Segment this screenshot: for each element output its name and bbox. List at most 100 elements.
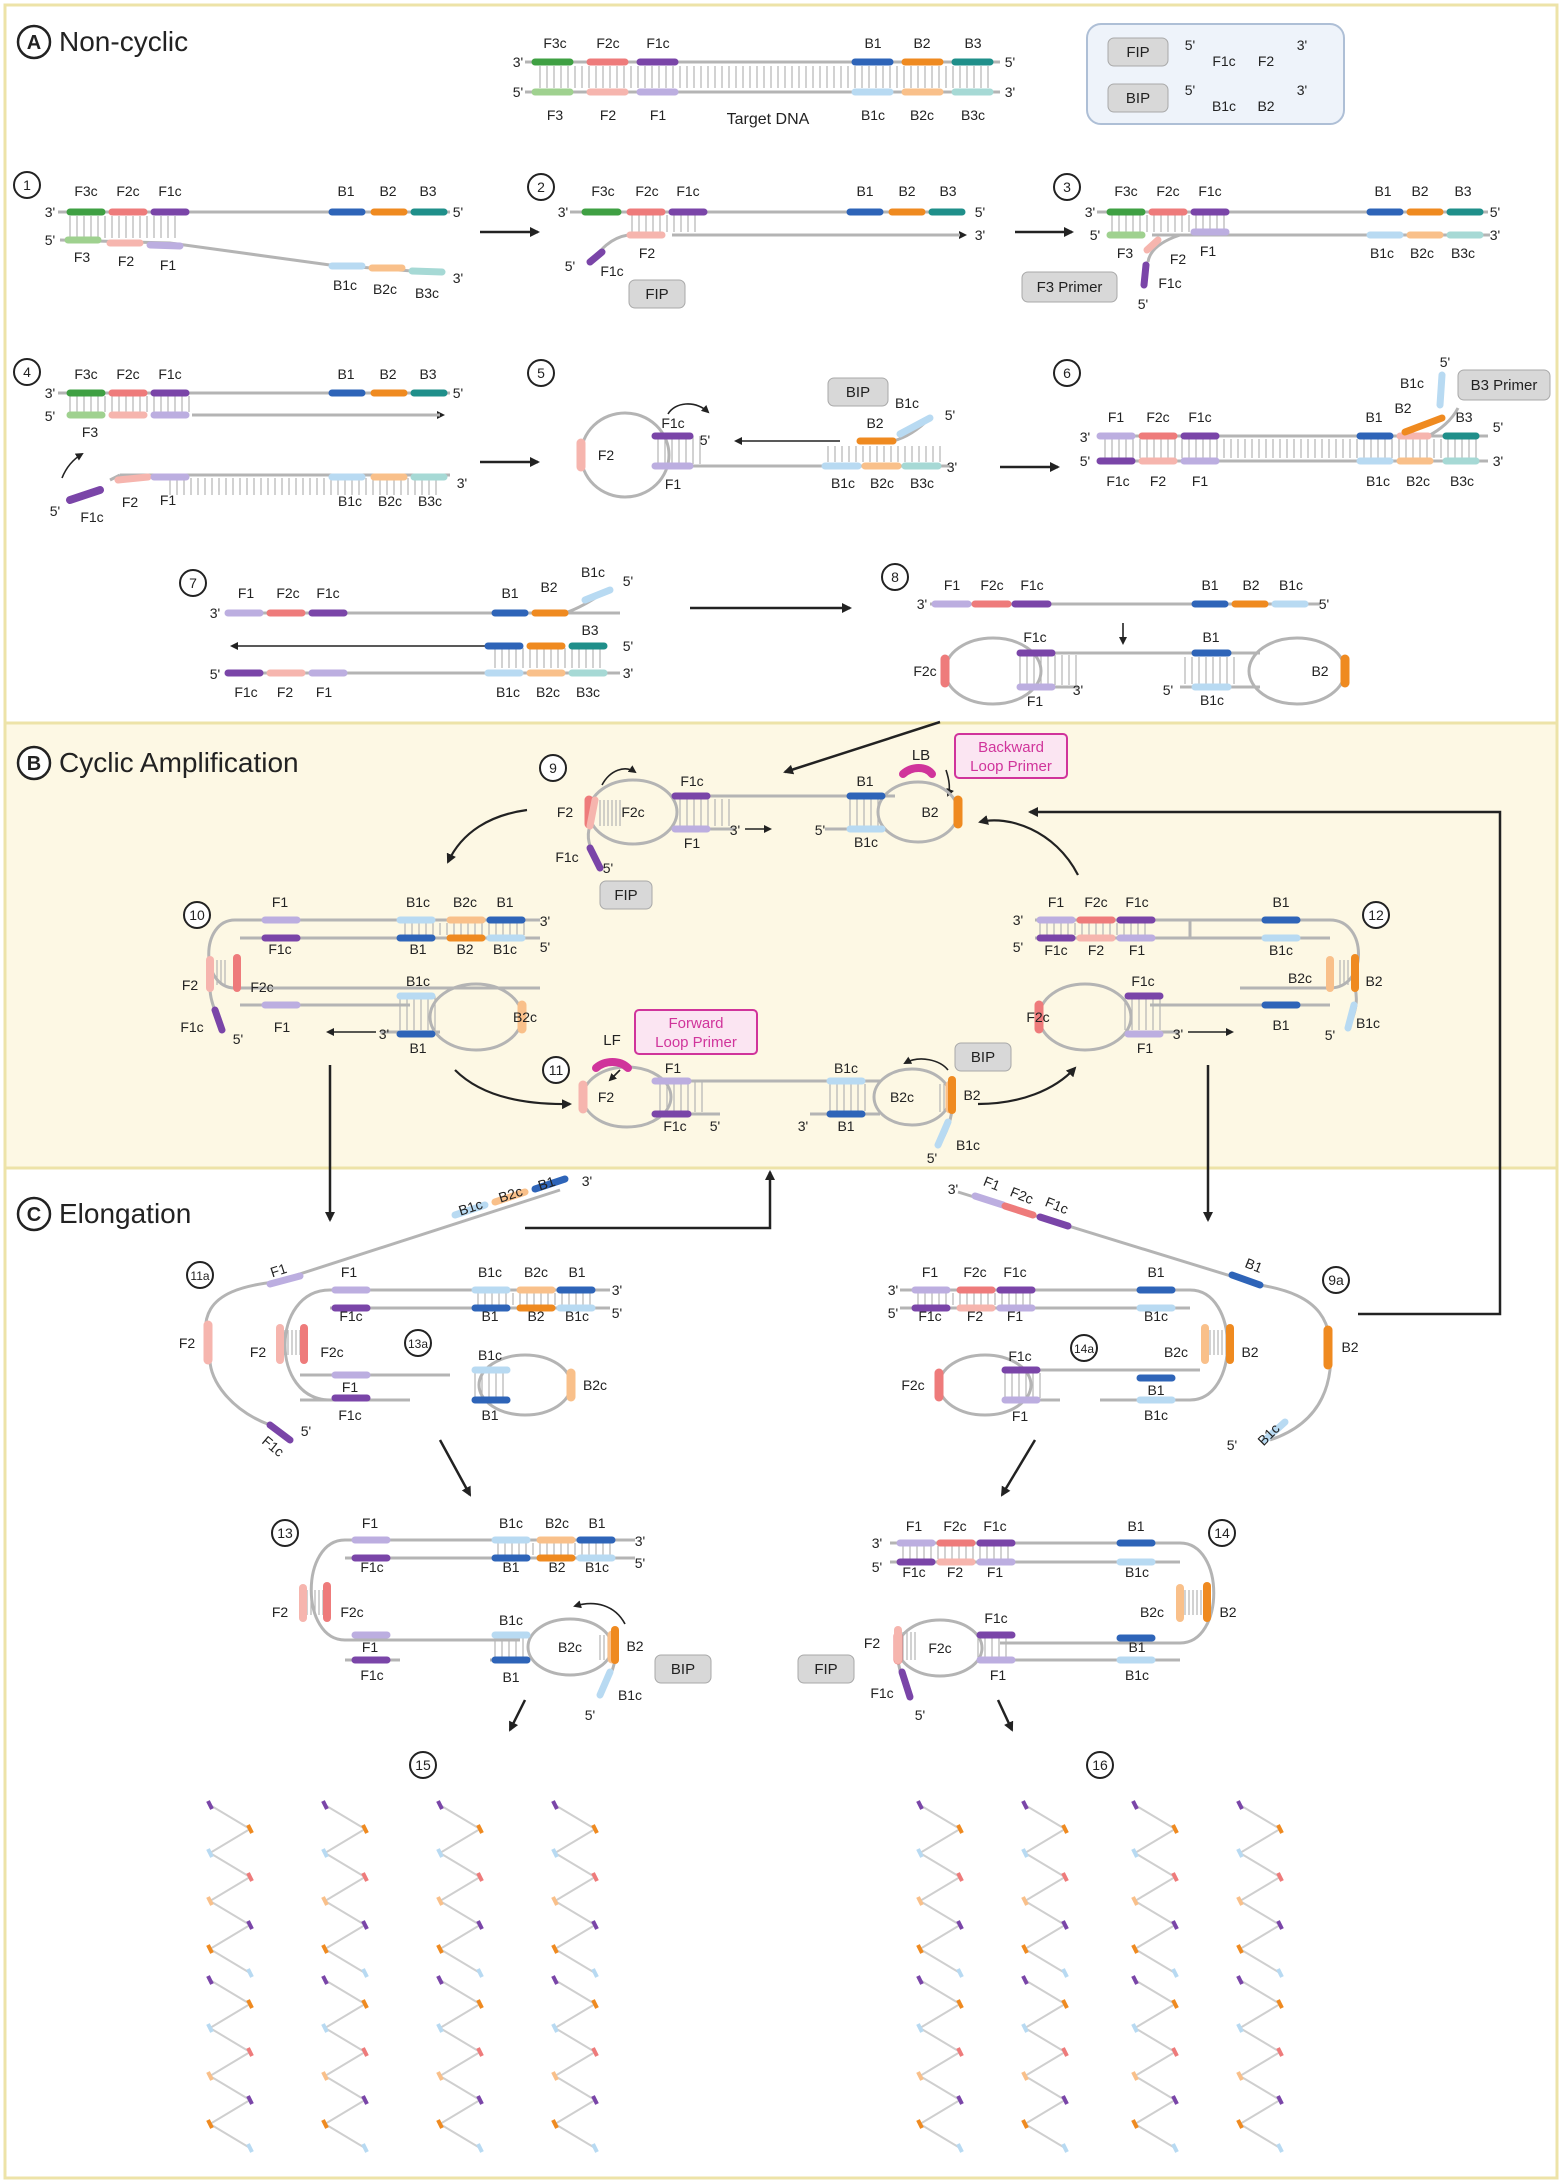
amplicon-marker — [1061, 2143, 1069, 2153]
amplicon-marker — [436, 1800, 444, 1810]
primer-label: FIP — [645, 286, 668, 303]
base-pair-rungs — [977, 1635, 1007, 1660]
base-pair-rungs — [1019, 655, 1077, 685]
amplicon-marker — [436, 1848, 444, 1858]
five-end-label: 5' — [1325, 1027, 1335, 1043]
base-pair-rungs — [679, 799, 730, 826]
dna-segment — [596, 1668, 614, 1699]
amplicon-marker — [1061, 1920, 1069, 1930]
amplicon-marker — [551, 1800, 559, 1810]
amplicon-marker — [1276, 1968, 1284, 1978]
step-marker-10 — [183, 901, 211, 929]
base-pair-rungs — [827, 446, 941, 462]
region-label: F2 — [250, 1344, 267, 1360]
figure-border — [3, 3, 1559, 2180]
region-label: B1c — [406, 894, 430, 910]
amplicon-marker — [1061, 2047, 1069, 2057]
amplicon-strand — [209, 1979, 251, 2149]
five-end-label: 5' — [1080, 453, 1090, 469]
dna-strand — [1259, 1283, 1333, 1442]
region-label: B2 — [540, 579, 557, 595]
base-pair-rungs — [902, 1632, 916, 1660]
base-pair-rungs — [599, 1635, 613, 1660]
region-label: F2c — [1146, 409, 1169, 425]
three-end-label: 3' — [457, 475, 467, 491]
region-label: F2 — [179, 1335, 196, 1351]
dna-segment — [1036, 1213, 1072, 1230]
base-pair-rungs — [1124, 998, 1161, 1030]
amplicon-marker — [361, 1872, 369, 1882]
amplicon-marker — [476, 2095, 484, 2105]
region-label: F1c — [646, 35, 669, 51]
amplicon-marker — [591, 1968, 599, 1978]
region-label: F1 — [342, 1379, 359, 1395]
five-end-label: 5' — [710, 1118, 720, 1134]
dna-segment — [586, 248, 606, 266]
region-label: B2 — [1394, 400, 1411, 416]
base-pair-rungs — [69, 216, 176, 238]
dna-segment — [896, 414, 934, 438]
base-pair-rungs — [1184, 1590, 1202, 1615]
amplicon-marker — [1061, 1872, 1069, 1882]
flow-arrow — [996, 1699, 1014, 1732]
dna-segment — [1228, 1271, 1264, 1289]
region-label: F2 — [122, 494, 139, 510]
region-label: F1 — [1007, 1308, 1024, 1324]
step-marker-4 — [13, 358, 41, 386]
five-end-label: 5' — [540, 939, 550, 955]
region-label: B3 — [1455, 409, 1472, 425]
amplicon-marker — [321, 1800, 329, 1810]
amplicon-marker — [476, 1968, 484, 1978]
amplicon-strand — [439, 1804, 481, 1974]
region-label: F1 — [944, 577, 961, 593]
amplicon-marker — [916, 2071, 924, 2081]
region-label: F2 — [182, 977, 199, 993]
region-label: B3c — [415, 285, 439, 301]
region-label: F1c — [984, 1610, 1007, 1626]
three-end-label: 3' — [540, 913, 550, 929]
five-end-label: 5' — [1013, 939, 1023, 955]
dna-strand — [274, 1188, 561, 1284]
bip-label-box — [654, 1654, 712, 1684]
fip-label-box — [628, 279, 686, 309]
primer-label: BIP — [1126, 90, 1150, 107]
three-end-label: 3' — [730, 822, 740, 838]
region-label: B1c — [478, 1347, 502, 1363]
amplicon-marker — [591, 1824, 599, 1834]
amplicon-marker — [1061, 1968, 1069, 1978]
step-marker-5 — [527, 359, 555, 387]
region-label: F2 — [1170, 251, 1187, 267]
flow-arrow — [1028, 807, 1502, 1316]
three-end-label: 3' — [888, 1282, 898, 1298]
amplicon-marker — [1236, 1896, 1244, 1906]
five-end-label: 5' — [927, 1150, 937, 1166]
region-label: F1c — [1023, 629, 1046, 645]
three-end-label: 3' — [1080, 429, 1090, 445]
base-pair-rungs — [631, 215, 696, 232]
five-end-label: 5' — [1185, 82, 1195, 98]
three-end-label: 3' — [798, 1118, 808, 1134]
region-label: F3 — [74, 249, 91, 265]
region-label: B2 — [626, 1638, 643, 1654]
region-label: B1 — [1147, 1382, 1164, 1398]
amplicon-marker — [956, 2143, 964, 2153]
region-label: B3c — [1451, 245, 1475, 261]
loop-region-label: F2 — [598, 447, 615, 463]
region-label: F1c — [1003, 1264, 1026, 1280]
step-number: 3 — [1063, 179, 1071, 195]
amplicon-marker — [321, 1896, 329, 1906]
region-label: B3c — [961, 107, 985, 123]
three-end-label: 3' — [558, 204, 568, 220]
region-label: F1c — [1043, 1194, 1071, 1218]
flow-arrow — [1000, 1439, 1037, 1497]
five-end-label: 5' — [700, 432, 710, 448]
step-marker-9a — [1322, 1266, 1350, 1294]
step-marker-9 — [539, 754, 567, 782]
amplicon-marker — [1131, 1896, 1139, 1906]
amplicon-marker — [1171, 2143, 1179, 2153]
region-label: F2 — [947, 1564, 964, 1580]
step-marker-3 — [1053, 173, 1081, 201]
region-label: B1c — [854, 834, 878, 850]
region-label: F1c — [1212, 53, 1235, 69]
